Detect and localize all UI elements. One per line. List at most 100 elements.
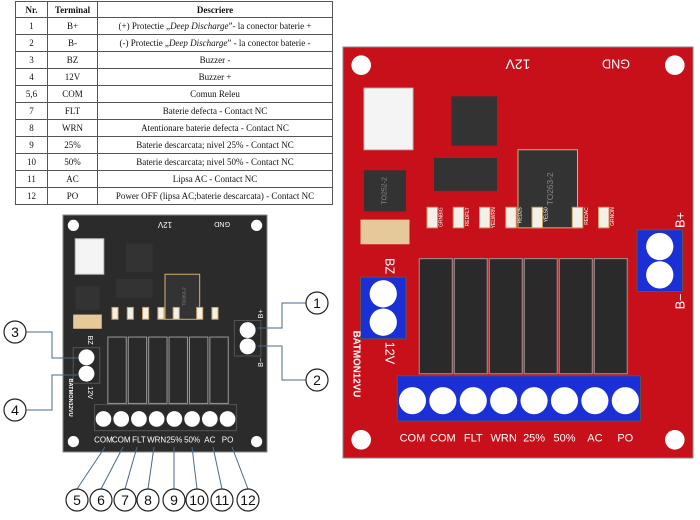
mounting-hole — [67, 436, 79, 448]
led — [426, 206, 438, 229]
label-gnd-top: GND — [214, 220, 230, 229]
callout-number-2: 2 — [313, 372, 321, 388]
mounting-hole — [665, 430, 685, 450]
relay — [168, 336, 188, 404]
mounting-hole — [351, 55, 372, 75]
terminal-screw — [369, 308, 397, 336]
regulator-chip-2 — [75, 286, 100, 310]
relay — [453, 258, 488, 375]
label-12v-top: 12V — [157, 220, 172, 229]
terminal-screw — [78, 349, 95, 366]
led-label: REDAC — [584, 207, 590, 225]
terminal-screw — [95, 411, 112, 427]
terminal-label-po: PO — [222, 436, 234, 445]
label-12v: 12V — [86, 386, 95, 399]
label-12v-top: 12V — [505, 57, 531, 73]
model-label: BATMON12VU — [351, 331, 362, 398]
ic-chip — [116, 278, 153, 298]
terminal-screw — [219, 411, 236, 427]
regulator-chip — [517, 149, 578, 229]
led-label: RED25 — [518, 207, 524, 223]
led — [531, 206, 543, 229]
mounting-hole — [67, 219, 79, 231]
callout-number-4: 4 — [11, 402, 19, 418]
callout-circle — [162, 488, 186, 512]
relay — [188, 336, 209, 404]
terminal-screw — [78, 365, 95, 382]
label-b-minus: B− — [256, 358, 265, 367]
regulator-chip — [164, 273, 201, 320]
label-b-plus: B+ — [674, 212, 688, 228]
callout-number-6: 6 — [97, 492, 105, 508]
terminal-label-ac: AC — [204, 436, 215, 445]
callout-line — [76, 446, 106, 490]
terminal-screw — [113, 411, 130, 427]
led — [598, 206, 610, 229]
led — [571, 206, 584, 229]
terminal-screw — [520, 387, 548, 415]
callout-line — [212, 446, 223, 490]
terminal-screw — [581, 387, 609, 415]
terminal-label-50pct: 50% — [553, 433, 575, 445]
label-b-minus: B− — [674, 294, 688, 310]
led — [211, 306, 219, 320]
led-label: GRNON — [610, 207, 616, 226]
relay — [107, 336, 127, 404]
terminal-label-25pct: 25% — [166, 436, 182, 445]
led — [452, 206, 465, 229]
terminal-screw — [646, 261, 674, 289]
terminal-label-com: COM — [94, 436, 113, 445]
callout-number-11: 11 — [215, 492, 230, 508]
led-label: YEL50 — [544, 207, 550, 222]
terminal-screw — [646, 232, 674, 261]
model-label: BATMON12VU — [67, 379, 73, 417]
terminal-label-com: COM — [400, 433, 426, 445]
terminal-screw — [550, 387, 579, 415]
callout-circle — [89, 488, 113, 512]
callout-line — [26, 374, 78, 411]
relay — [523, 258, 558, 375]
mounting-hole — [665, 55, 685, 75]
callout-circle — [136, 488, 160, 512]
callout-line — [231, 446, 249, 490]
callout-number-8: 8 — [144, 492, 152, 508]
callout-number-3: 3 — [11, 324, 19, 340]
label-gnd-top: GND — [602, 57, 630, 71]
terminal-screw — [611, 387, 639, 415]
row-description: Power OFF (lipsa AC;baterie descarcata) … — [97, 187, 333, 205]
callout-line — [258, 345, 306, 381]
terminal-screw — [201, 411, 218, 427]
callout-line — [147, 446, 155, 490]
ic-chip — [434, 157, 497, 191]
led — [196, 306, 204, 320]
terminal-label-flt: FLT — [464, 433, 483, 445]
terminal-label-25pct: 25% — [523, 433, 545, 445]
terminal-screw — [131, 411, 147, 427]
terminal-screw — [429, 387, 457, 415]
regulator-chip-2 — [364, 170, 406, 212]
callout-circle — [113, 488, 137, 512]
callout-circle — [305, 291, 329, 315]
led — [157, 306, 165, 320]
callout-line — [124, 446, 138, 490]
callout-line — [191, 446, 198, 490]
callout-number-12: 12 — [240, 492, 256, 508]
relay — [593, 258, 628, 375]
terminal-label-po: PO — [617, 433, 633, 445]
chip2-label: TO252-2 — [382, 177, 389, 205]
terminal-screw — [166, 411, 183, 427]
terminal-screw — [184, 411, 200, 427]
terminal-label-flt: FLT — [132, 436, 146, 445]
callout-number-9: 9 — [170, 492, 178, 508]
callout-number-10: 10 — [189, 492, 205, 508]
capacitor — [73, 314, 102, 329]
callout-line — [100, 446, 124, 490]
terminal-screw — [148, 411, 165, 427]
terminal-screw — [239, 338, 256, 355]
